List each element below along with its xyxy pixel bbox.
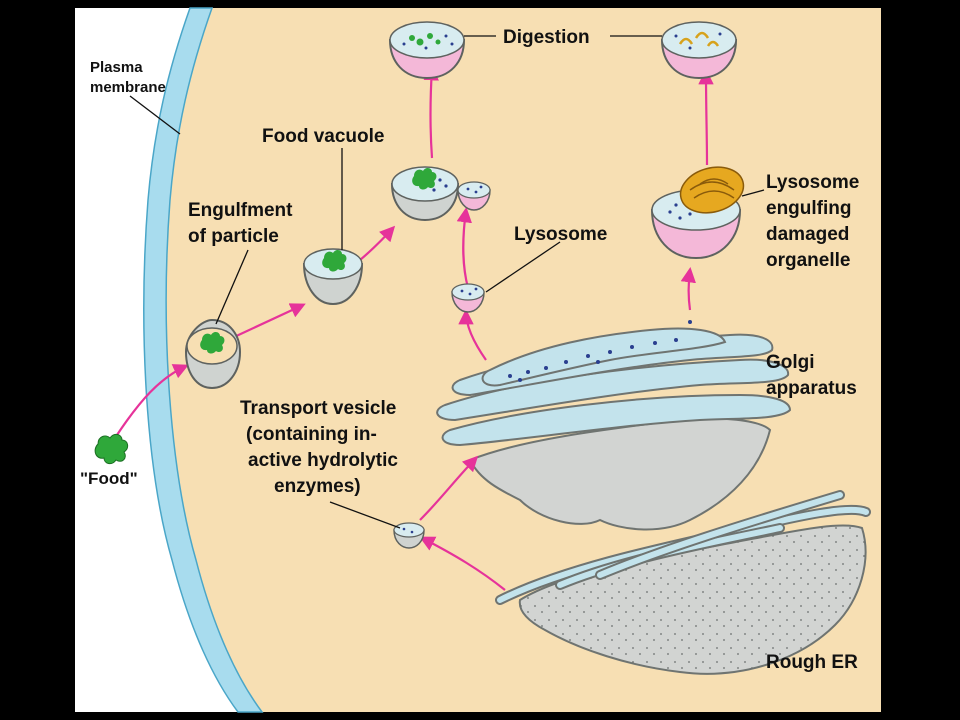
- engulfment-vesicle: [184, 318, 242, 390]
- lysosome-vesicle: [451, 283, 485, 313]
- plasma-membrane: [143, 7, 264, 713]
- arrow-golgi-to-lysosome: [458, 308, 487, 361]
- arrow-lysosome-to-merge: [456, 206, 473, 289]
- arrow-vesicle-to-golgi: [419, 455, 479, 521]
- label-plasma-membrane-2: membrane: [90, 79, 166, 96]
- leader-plasma-membrane: [129, 95, 181, 135]
- golgi-apparatus: [436, 320, 792, 531]
- label-lysosome-engulfing-3: damaged: [766, 224, 849, 245]
- label-lysosome-engulfing-4: organelle: [766, 250, 850, 271]
- merging-vacuole: [390, 166, 491, 222]
- label-transport-2: (containing in-: [246, 424, 377, 445]
- labels: Plasma membrane Food vacuole Engulfment …: [80, 27, 859, 673]
- label-lysosome: Lysosome: [514, 224, 607, 245]
- label-food: "Food": [80, 469, 138, 488]
- label-engulfment-1: Engulfment: [188, 200, 293, 221]
- arrow-er-to-vesicle: [419, 536, 506, 591]
- pathway-arrows: [114, 64, 714, 591]
- food-vacuole: [302, 248, 364, 306]
- arrow-food-to-engulfment: [114, 364, 189, 439]
- leader-lysosome: [485, 241, 561, 293]
- label-food-vacuole: Food vacuole: [262, 126, 384, 147]
- label-rough-er: Rough ER: [766, 652, 858, 673]
- label-golgi-1: Golgi: [766, 352, 815, 373]
- leader-lysosome-engulfing: [741, 189, 765, 197]
- arrow-engulfment-to-vacuole: [231, 303, 306, 339]
- arrow-golgi-to-lysosome-engulfing: [680, 266, 697, 311]
- leader-engulfment: [215, 249, 249, 325]
- transport-vesicle: [393, 522, 425, 549]
- label-transport-3: active hydrolytic: [248, 450, 398, 471]
- label-transport-4: enzymes): [274, 476, 361, 497]
- label-lysosome-engulfing-1: Lysosome: [766, 172, 859, 193]
- leader-transport-vesicle: [329, 501, 401, 529]
- rough-er: [495, 490, 871, 675]
- digestion-vesicle-right: [660, 21, 738, 80]
- leader-lines: [129, 35, 765, 529]
- label-digestion: Digestion: [503, 27, 590, 48]
- label-plasma-membrane-1: Plasma: [90, 59, 143, 76]
- digestion-vesicle-left: [388, 21, 466, 80]
- label-golgi-2: apparatus: [766, 378, 857, 399]
- arrow-engulfing-to-digestion: [698, 68, 714, 166]
- label-lysosome-engulfing-2: engulfing: [766, 198, 851, 219]
- arrow-vacuole-to-merge: [359, 225, 396, 261]
- lysosome-engulfing-organelle: [650, 166, 745, 260]
- label-engulfment-2: of particle: [188, 226, 279, 247]
- label-transport-1: Transport vesicle: [240, 398, 396, 419]
- food-particle: [94, 433, 129, 465]
